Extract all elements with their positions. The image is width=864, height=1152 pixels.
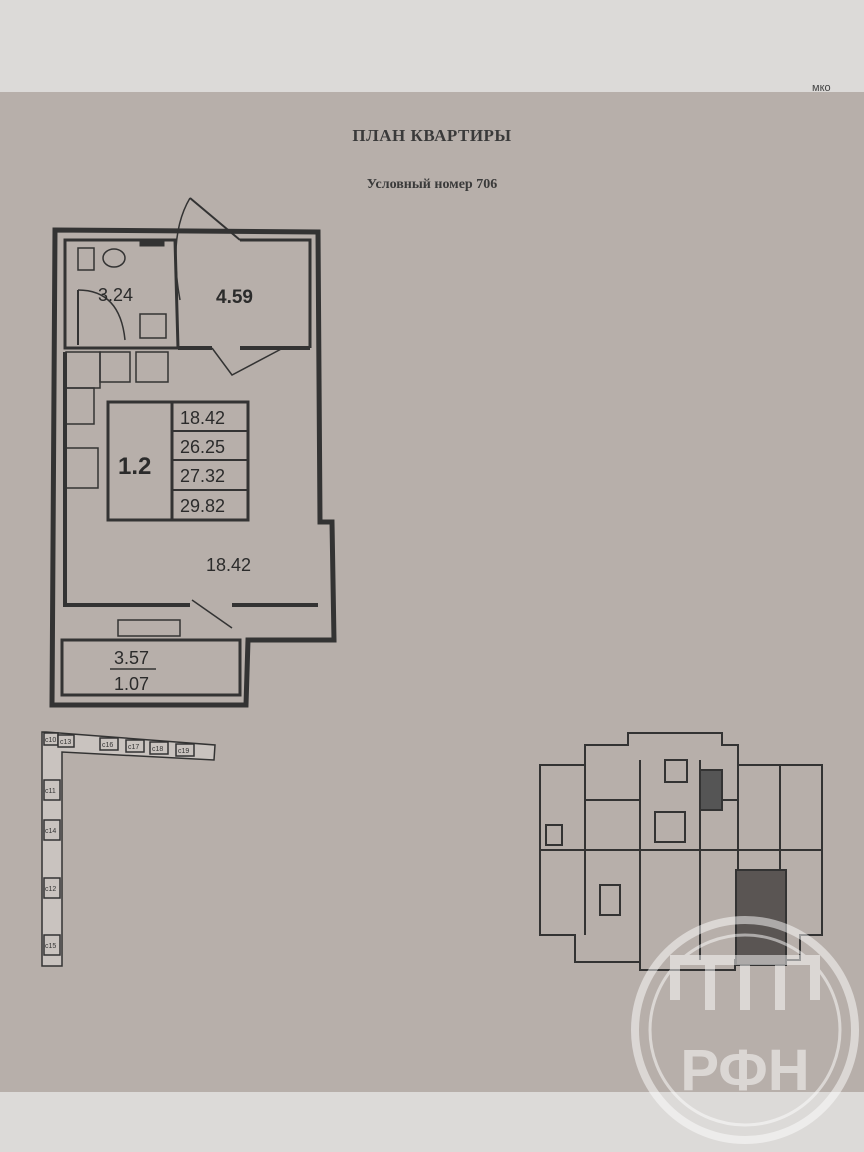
section-label-c16: c16	[102, 742, 113, 749]
room-area-bathroom: 3.24	[98, 285, 133, 305]
room-area-living: 18.42	[206, 555, 251, 575]
summary-area-4: 29.82	[180, 496, 225, 516]
floor-key-plan	[539, 732, 823, 971]
page-title: ПЛАН КВАРТИРЫ	[352, 126, 512, 145]
section-label-c15: c15	[45, 943, 56, 950]
apartment-plan	[49, 197, 337, 708]
section-label-c14: c14	[45, 828, 56, 835]
section-label-c19: c19	[178, 748, 189, 755]
summary-area-2: 26.25	[180, 437, 225, 457]
watermark-seal: РФН	[631, 916, 859, 1144]
room-area-hall: 4.59	[216, 287, 253, 308]
summary-area-1: 18.42	[180, 408, 225, 428]
corner-mark: мко	[812, 82, 831, 94]
summary-area-3: 27.32	[180, 466, 225, 486]
apartment-number: Условный номер 706	[366, 177, 498, 192]
room-area-balcony-reduced: 1.07	[114, 674, 149, 694]
room-area-balcony: 3.57	[114, 648, 149, 668]
section-label-c11: c11	[45, 788, 56, 795]
section-key-plan	[41, 731, 216, 967]
section-label-c13: c13	[60, 739, 71, 746]
watermark-text: РФН	[680, 1038, 809, 1103]
section-label-c12: c12	[45, 886, 56, 893]
section-label-c17: c17	[128, 744, 139, 751]
section-label-c10: c10	[45, 737, 56, 744]
room-count: 1.2	[118, 453, 151, 480]
section-label-c18: c18	[152, 746, 163, 753]
